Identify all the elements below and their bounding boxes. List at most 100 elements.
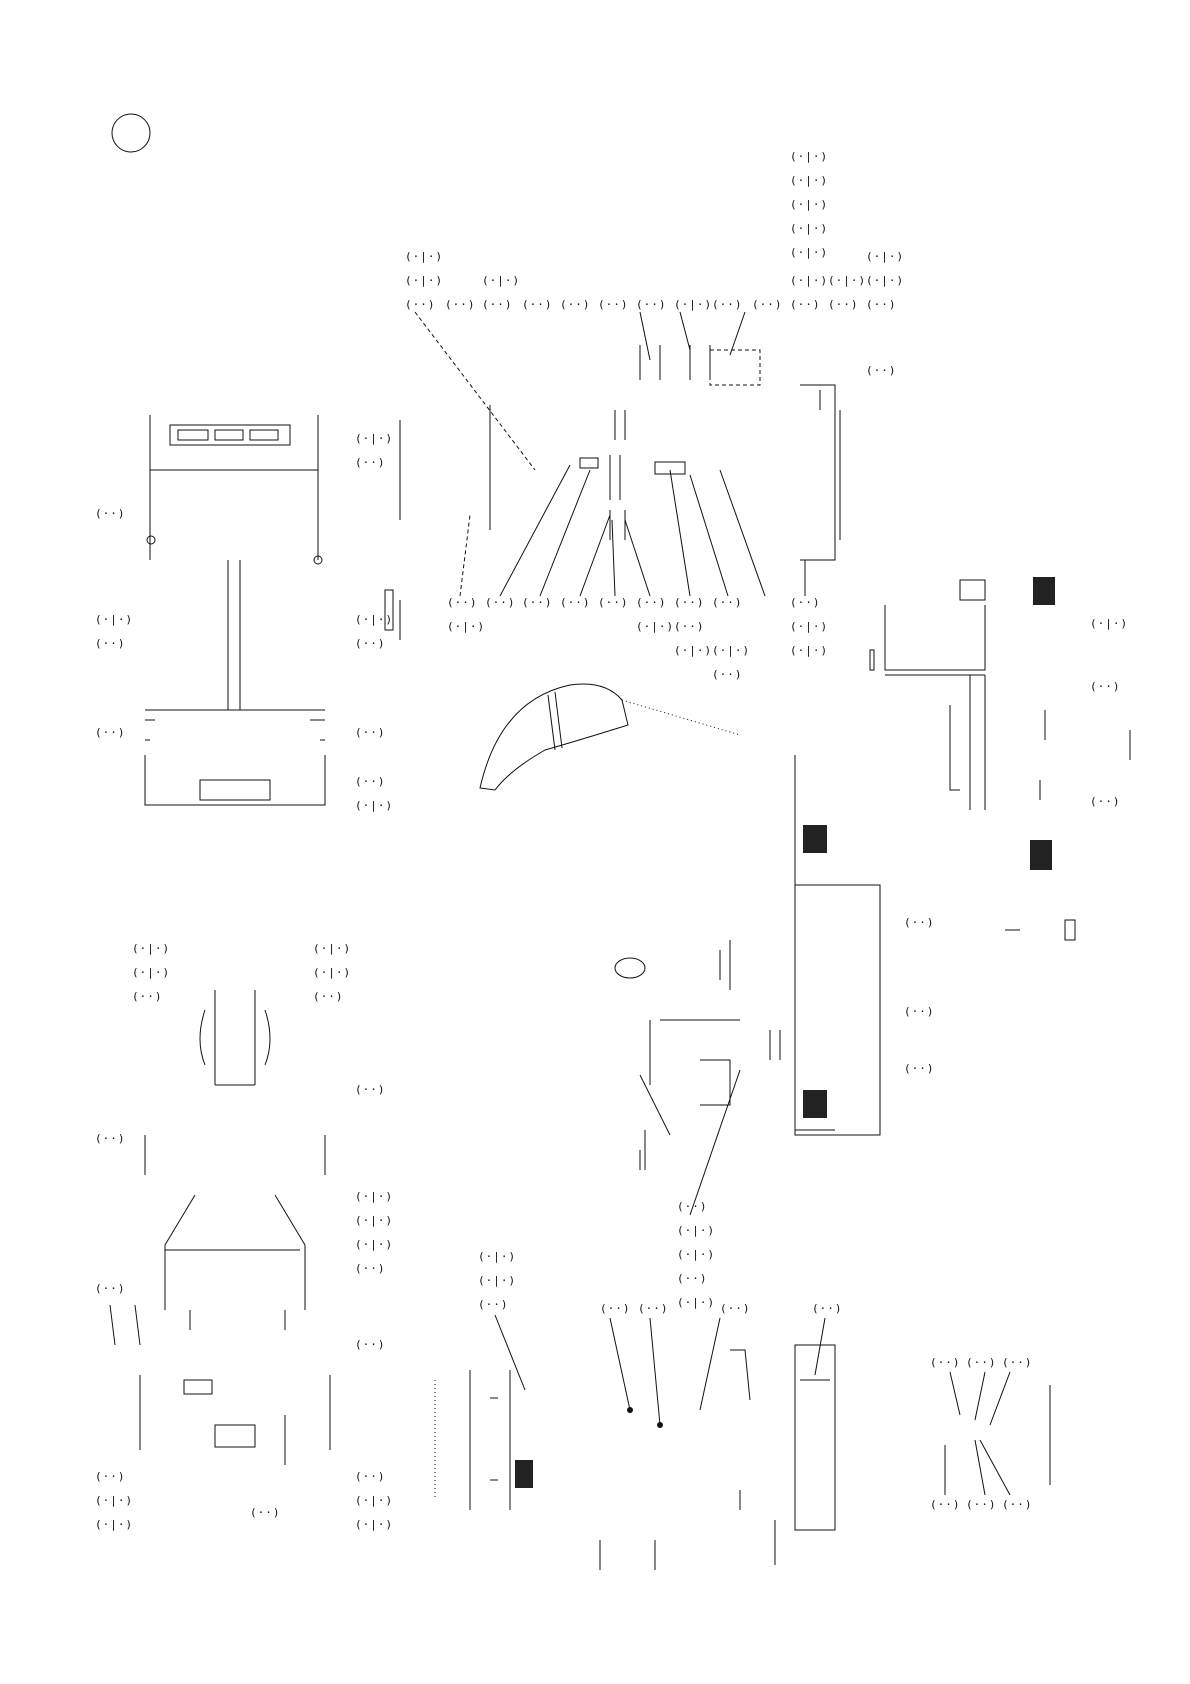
svg-text:(··): (··) <box>1090 795 1121 808</box>
svg-text:(·|·): (·|·) <box>355 1494 393 1507</box>
svg-text:(·|·): (·|·) <box>674 298 712 311</box>
bottom-middle-assembly: (·|·) (·|·) (··) (··) (··) (··) (··) <box>434 1250 843 1570</box>
svg-text:(·|·): (·|·) <box>355 613 393 626</box>
svg-text:(·|·): (·|·) <box>355 1238 393 1251</box>
svg-text:(··): (··) <box>355 775 386 788</box>
svg-text:(·|·): (·|·) <box>636 620 674 633</box>
svg-text:(··): (··) <box>812 1302 843 1315</box>
svg-text:(··): (··) <box>355 637 386 650</box>
svg-text:(··): (··) <box>250 1506 281 1519</box>
svg-text:(··): (··) <box>95 637 126 650</box>
svg-text:(··): (··) <box>447 596 478 609</box>
svg-text:(··): (··) <box>636 298 667 311</box>
svg-text:(·|·): (·|·) <box>677 1296 715 1309</box>
svg-text:(··): (··) <box>966 1498 997 1511</box>
svg-text:(··): (··) <box>482 298 513 311</box>
bottom-left-labels: (·|·) (·|·) (··) (·|·) (·|·) (··) (··) (… <box>95 942 393 1531</box>
svg-text:(··): (··) <box>828 298 859 311</box>
svg-text:(··): (··) <box>313 990 344 1003</box>
svg-text:(··): (··) <box>355 1470 386 1483</box>
svg-text:(··): (··) <box>930 1498 961 1511</box>
svg-text:(··): (··) <box>478 1298 509 1311</box>
svg-text:(·|·): (·|·) <box>790 198 828 211</box>
svg-text:(··): (··) <box>95 507 126 520</box>
svg-text:(·|·): (·|·) <box>95 1494 133 1507</box>
svg-text:(··): (··) <box>638 1302 669 1315</box>
svg-text:(··): (··) <box>904 1062 935 1075</box>
svg-text:(··): (··) <box>95 1282 126 1295</box>
svg-text:(··): (··) <box>790 596 821 609</box>
svg-text:(·|·): (·|·) <box>866 250 904 263</box>
svg-text:(·|·): (·|·) <box>313 942 351 955</box>
svg-text:(·|·): (·|·) <box>95 613 133 626</box>
right-upper-assembly: (·|·) (··) (··) <box>869 577 1131 941</box>
svg-text:(·|·): (·|·) <box>355 1190 393 1203</box>
svg-text:(·|·): (·|·) <box>790 274 828 287</box>
svg-text:(··): (··) <box>95 1470 126 1483</box>
svg-text:(··): (··) <box>752 298 783 311</box>
svg-text:(··): (··) <box>677 1200 708 1213</box>
svg-text:(·|·): (·|·) <box>677 1248 715 1261</box>
svg-text:(··): (··) <box>522 596 553 609</box>
svg-text:(·|·): (·|·) <box>478 1250 516 1263</box>
svg-text:(·|·): (·|·) <box>132 942 170 955</box>
svg-text:(··): (··) <box>904 916 935 929</box>
svg-text:(··): (··) <box>712 298 743 311</box>
sheet-marker-circle <box>111 113 151 153</box>
svg-text:(··): (··) <box>355 1262 386 1275</box>
svg-text:(·|·): (·|·) <box>355 1518 393 1531</box>
svg-text:(··): (··) <box>677 1272 708 1285</box>
svg-text:(·|·): (·|·) <box>790 222 828 235</box>
svg-text:(·|·): (·|·) <box>355 799 393 812</box>
svg-text:(··): (··) <box>712 668 743 681</box>
svg-text:(·|·): (·|·) <box>405 274 443 287</box>
svg-text:(··): (··) <box>560 298 591 311</box>
svg-text:(··): (··) <box>866 298 897 311</box>
svg-text:(··): (··) <box>790 298 821 311</box>
svg-text:(··): (··) <box>355 456 386 469</box>
svg-text:(··): (··) <box>355 1338 386 1351</box>
svg-text:(··): (··) <box>600 1302 631 1315</box>
svg-text:(·|·): (·|·) <box>95 1518 133 1531</box>
central-exploded-assembly: (·|·) (·|·) (··) (··) (·|·) (··) (··) (·… <box>405 150 935 1309</box>
svg-text:(·|·): (·|·) <box>790 150 828 163</box>
svg-text:(··): (··) <box>355 726 386 739</box>
svg-text:(·|·): (·|·) <box>478 1274 516 1287</box>
svg-text:(·|·): (·|·) <box>447 620 485 633</box>
svg-text:(··): (··) <box>560 596 591 609</box>
bottom-left-assembly <box>109 990 331 1465</box>
svg-text:(·|·): (·|·) <box>674 644 712 657</box>
svg-text:(··): (··) <box>636 596 667 609</box>
svg-text:(·|·): (·|·) <box>790 246 828 259</box>
svg-text:(·|·): (·|·) <box>790 620 828 633</box>
svg-text:(··): (··) <box>712 596 743 609</box>
svg-text:(··): (··) <box>904 1005 935 1018</box>
svg-text:(··): (··) <box>1002 1498 1033 1511</box>
svg-text:(·|·): (·|·) <box>355 1214 393 1227</box>
svg-text:(··): (··) <box>445 298 476 311</box>
svg-text:(··): (··) <box>598 298 629 311</box>
svg-text:(··): (··) <box>930 1356 961 1369</box>
svg-text:(··): (··) <box>866 364 897 377</box>
svg-text:(··): (··) <box>1002 1356 1033 1369</box>
svg-text:(··): (··) <box>966 1356 997 1369</box>
svg-text:(·|·): (·|·) <box>866 274 904 287</box>
svg-text:(··): (··) <box>95 1132 126 1145</box>
svg-text:(··): (··) <box>132 990 163 1003</box>
svg-text:(·|·): (·|·) <box>712 644 750 657</box>
svg-text:(·|·): (·|·) <box>132 966 170 979</box>
svg-text:(··): (··) <box>405 298 436 311</box>
svg-text:(·|·): (·|·) <box>405 250 443 263</box>
top-left-assembly <box>144 415 401 806</box>
svg-text:(··): (··) <box>355 1083 386 1096</box>
top-left-labels: (··) (·|·) (··) (··) (·|·) (··) (·|·) (·… <box>95 432 393 812</box>
svg-text:(·|·): (·|·) <box>313 966 351 979</box>
svg-text:(·|·): (·|·) <box>482 274 520 287</box>
svg-text:(··): (··) <box>598 596 629 609</box>
svg-text:(··): (··) <box>674 596 705 609</box>
svg-text:(·|·): (·|·) <box>355 432 393 445</box>
svg-text:(·|·): (·|·) <box>790 174 828 187</box>
svg-text:(··): (··) <box>95 726 126 739</box>
svg-text:(·|·): (·|·) <box>677 1224 715 1237</box>
